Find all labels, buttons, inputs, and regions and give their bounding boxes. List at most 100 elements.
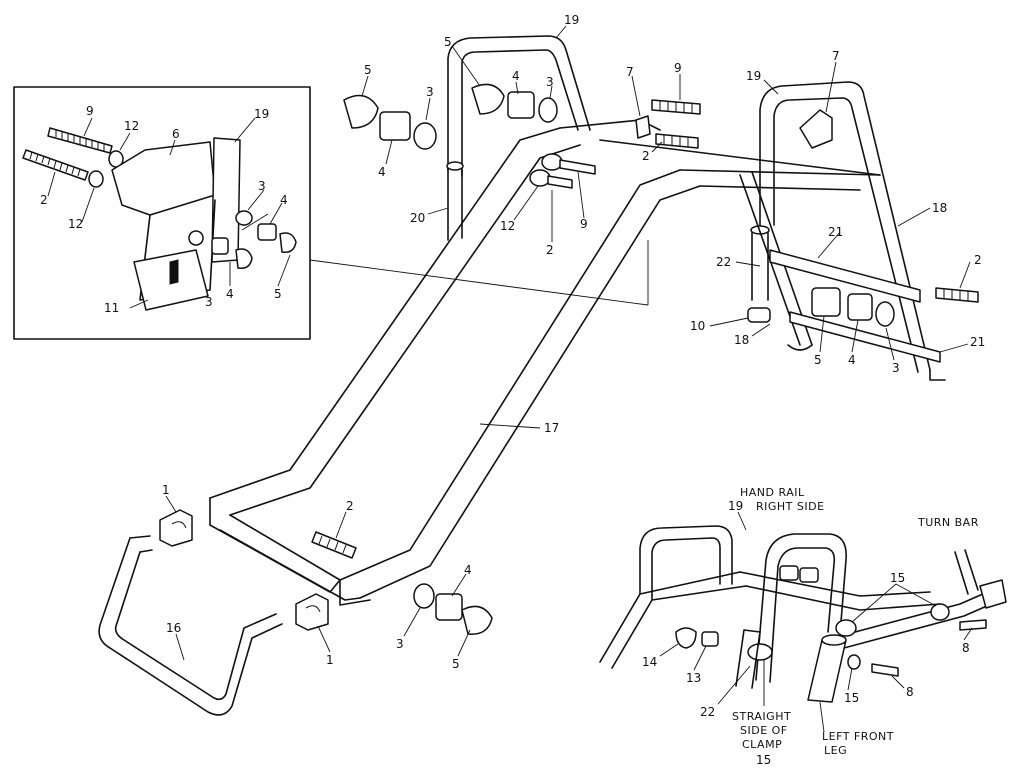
- callout-right-10: 10: [690, 319, 705, 333]
- bolt-2-bottom: [311, 531, 357, 559]
- detail-rail-left: [599, 525, 733, 663]
- detail-rail-right: [755, 533, 847, 681]
- handle-tube-right: [339, 169, 681, 581]
- callout-right-5: 5: [814, 353, 822, 367]
- clamp-1-lower: [295, 593, 329, 631]
- inset-washer-12b: [88, 170, 104, 188]
- nut-4a: [379, 111, 411, 141]
- callout-right-22: 22: [716, 255, 731, 269]
- callout-det-15a: 15: [890, 571, 905, 585]
- clamp-15-upper: [835, 619, 857, 637]
- callout-right-21a: 21: [828, 225, 843, 239]
- callout-bot-1a: 1: [162, 483, 170, 497]
- callout-det-14: 14: [642, 655, 657, 669]
- callout-top-5a: 5: [364, 63, 372, 77]
- foot-10: [747, 307, 771, 323]
- label-hand-rail-line2: RIGHT SIDE: [756, 500, 825, 513]
- inset-bolt-2: [22, 149, 89, 181]
- nut-13: [701, 631, 719, 647]
- leg-22-detail: [735, 629, 761, 689]
- callout-bot-2: 2: [346, 499, 354, 513]
- callout-inset-9: 9: [86, 104, 94, 118]
- callout-inset-12b: 12: [68, 217, 83, 231]
- callout-top-5b: 5: [444, 35, 452, 49]
- callout-det-19: 19: [728, 499, 743, 513]
- callout-right-3: 3: [892, 361, 900, 375]
- handle-16: [98, 537, 283, 716]
- callout-det-22: 22: [700, 705, 715, 719]
- label-straight-line1: STRAIGHT: [732, 710, 791, 723]
- inset-border: [13, 86, 311, 340]
- nut-4b: [507, 91, 535, 119]
- callout-det-15b: 15: [756, 753, 771, 767]
- bolt-2-top: [655, 133, 699, 149]
- nut-4-right: [847, 293, 873, 321]
- label-turn-bar: TURN BAR: [917, 516, 979, 529]
- hand-rail-19-right: [759, 81, 931, 371]
- post-20: [447, 164, 463, 241]
- callout-det-8b: 8: [906, 685, 914, 699]
- washer-3-bottom: [413, 583, 435, 609]
- bolt-8-lower: [871, 663, 899, 677]
- callout-top-3a: 3: [426, 85, 434, 99]
- callout-inset-4: 4: [280, 193, 288, 207]
- top-hardware: 5 3 4 5 4 3 19 7 9 2 20 12 2 9: [343, 13, 701, 257]
- inset-detail: 9 12 6 19 2 12 3 4 3 11 4 5: [13, 86, 649, 340]
- right-hardware: 7 19 18 21 22 2 10 18 5 4 3 21: [690, 49, 985, 375]
- hand-rail-19-top: [447, 35, 591, 171]
- nut-4-bottom: [435, 593, 463, 621]
- washer-3-right: [875, 301, 895, 327]
- clamp-15-straight: [747, 643, 773, 661]
- callout-det-13: 13: [686, 671, 701, 685]
- callout-inset-12a: 12: [124, 119, 139, 133]
- nut-5-right: [811, 287, 841, 317]
- callout-top-19a: 19: [564, 13, 579, 27]
- callout-mid-17: 17: [544, 421, 559, 435]
- callout-right-2: 2: [974, 253, 982, 267]
- callout-bot-1b: 1: [326, 653, 334, 667]
- callout-top-4b: 4: [512, 69, 520, 83]
- label-straight-line3: CLAMP: [742, 738, 782, 751]
- label-hand-rail-line1: HAND RAIL: [740, 486, 805, 499]
- callout-top-4a: 4: [378, 165, 386, 179]
- clamp-1-upper: [159, 509, 193, 547]
- callout-top-20: 20: [410, 211, 425, 225]
- main-frame: [209, 35, 946, 606]
- bottom-assembly: 1 2 16 1 4 3 5: [98, 483, 493, 716]
- callout-bot-4: 4: [464, 563, 472, 577]
- callout-inset-11: 11: [104, 301, 119, 315]
- label-left-front-line1: LEFT FRONT: [822, 730, 894, 743]
- crossbar-21-lower: [789, 311, 941, 363]
- bolt-2-right: [935, 287, 979, 303]
- callout-top-12: 12: [500, 219, 515, 233]
- capnut-14: [675, 627, 697, 649]
- callout-top-3b: 3: [546, 75, 554, 89]
- inset-capnut-5: [279, 232, 297, 254]
- callout-inset-2: 2: [40, 193, 48, 207]
- inset-bracket-6: [111, 141, 216, 216]
- callout-right-4: 4: [848, 353, 856, 367]
- bolt-2-mid: [547, 175, 573, 189]
- inset-washer-3: [235, 210, 253, 226]
- callout-inset-19: 19: [254, 107, 269, 121]
- label-straight-line2: SIDE OF: [740, 724, 788, 737]
- washer-3a: [413, 122, 437, 150]
- callout-det-15c: 15: [844, 691, 859, 705]
- callout-right-18a: 18: [932, 201, 947, 215]
- bracket-7-right: [799, 109, 833, 149]
- left-front-leg: [807, 639, 847, 703]
- bolt-8-upper: [959, 619, 987, 631]
- callout-top-9b: 9: [580, 217, 588, 231]
- capnut-5a: [343, 94, 379, 129]
- callout-right-18b: 18: [734, 333, 749, 347]
- callout-inset-3b: 3: [205, 295, 213, 309]
- inset-leader: [309, 259, 649, 306]
- callout-inset-3a: 3: [258, 179, 266, 193]
- crossbar-21-upper: [769, 249, 921, 303]
- callout-top-2a: 2: [642, 149, 650, 163]
- turn-bar-detail: HAND RAIL RIGHT SIDE 19 TURN BAR 15 14 1…: [599, 486, 1007, 767]
- inset-bolt-9: [47, 127, 113, 154]
- capnut-5b: [471, 83, 505, 115]
- callout-inset-5: 5: [274, 287, 282, 301]
